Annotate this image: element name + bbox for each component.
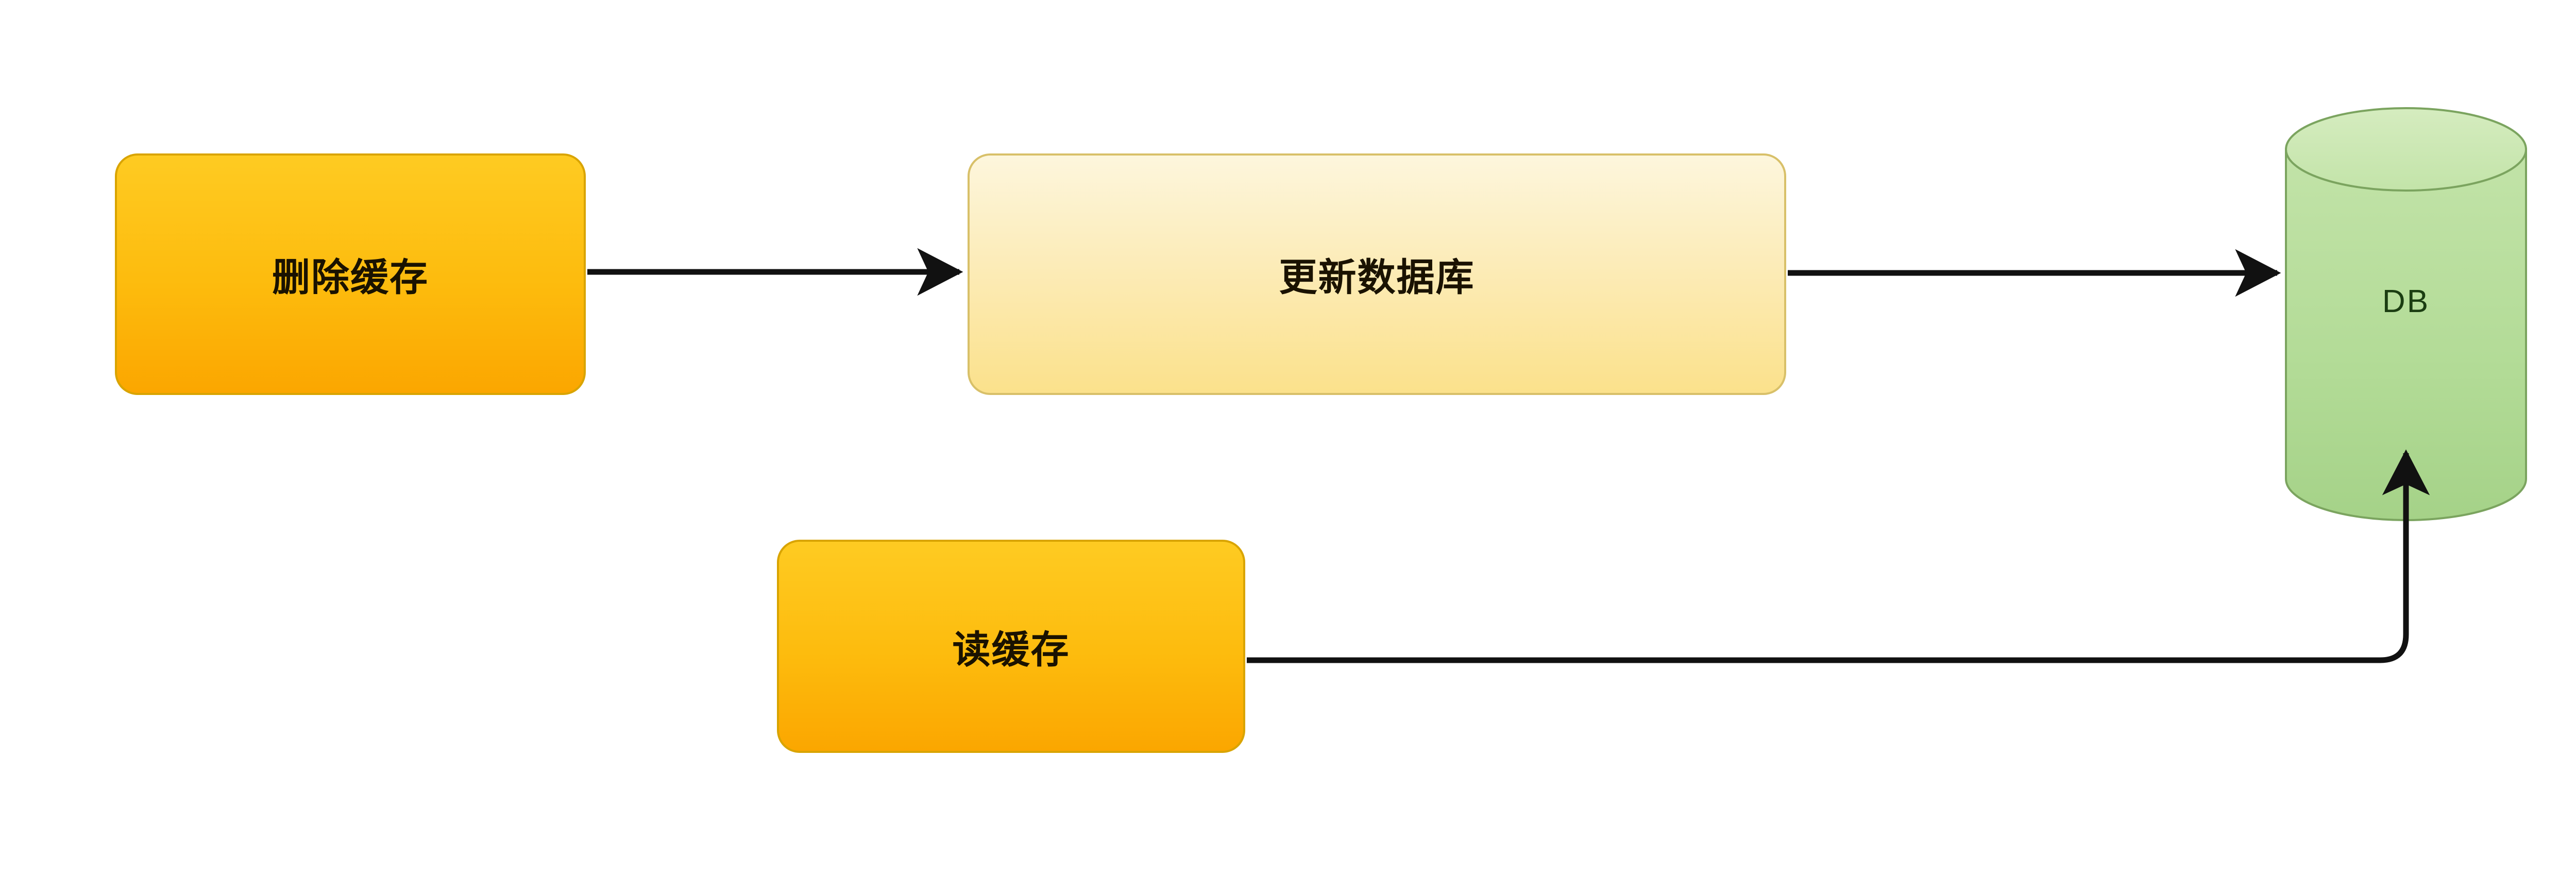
node-database[interactable] [2285,107,2527,521]
read-cache-node-hitbox[interactable] [778,541,1244,752]
read-cache-shape [777,540,1245,753]
edge-path [1247,449,2430,663]
update-database-node-hitbox[interactable] [969,154,1785,394]
edge-read-cache-to-database[interactable] [1247,449,2430,663]
node-read-cache[interactable] [777,540,1245,753]
database-cylinder-body [2285,148,2527,521]
node-update-database[interactable] [968,153,1786,395]
database-cylinder-cap [2285,107,2527,192]
delete-cache-shape [115,153,586,395]
node-delete-cache[interactable] [115,153,586,395]
delete-cache-node-hitbox[interactable] [116,154,585,394]
update-database-shape [968,153,1786,395]
database-node-hitbox[interactable] [2285,108,2527,520]
